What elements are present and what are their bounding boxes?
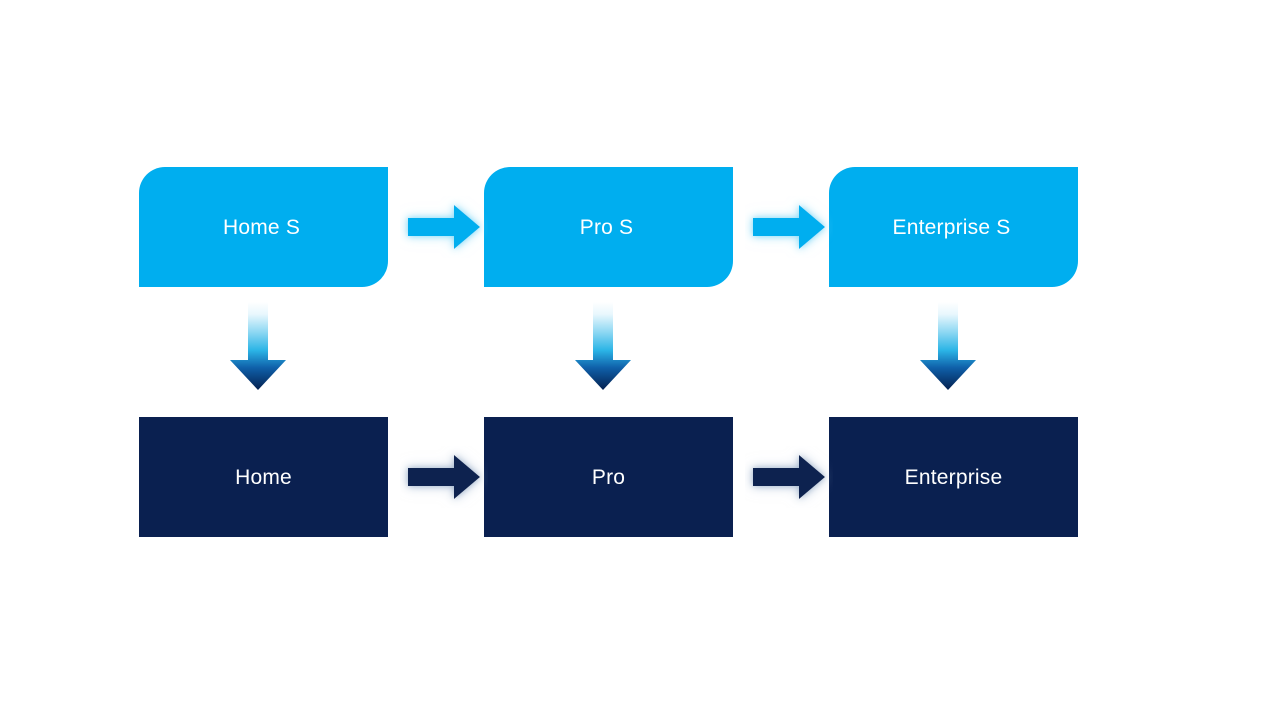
arrow-right-icon (753, 455, 825, 499)
node-enterprise-s-label: Enterprise S (892, 215, 1011, 239)
node-home-label: Home (235, 465, 292, 489)
node-home-s-label: Home S (222, 215, 301, 239)
arrow-down-icon (575, 302, 631, 390)
node-enterprise-label: Enterprise (904, 465, 1003, 489)
arrow-right-icon (753, 205, 825, 249)
arrow-down-enterprise-s-to-enterprise (912, 302, 984, 394)
arrow-right-home-to-pro (400, 446, 488, 508)
node-pro-label: Pro (591, 465, 626, 489)
node-home[interactable]: Home (139, 417, 388, 537)
node-pro-s[interactable]: Pro S (484, 167, 733, 287)
node-home-s[interactable]: Home S (139, 167, 388, 287)
node-pro[interactable]: Pro (484, 417, 733, 537)
arrow-right-icon (408, 205, 480, 249)
arrow-down-icon (230, 302, 286, 390)
arrow-down-icon (920, 302, 976, 390)
arrow-down-pro-s-to-pro (567, 302, 639, 394)
arrow-right-pro-s-to-enterprise-s (745, 196, 833, 258)
arrow-right-home-s-to-pro-s (400, 196, 488, 258)
node-pro-s-label: Pro S (579, 215, 634, 239)
node-enterprise[interactable]: Enterprise (829, 417, 1078, 537)
arrow-right-icon (408, 455, 480, 499)
node-enterprise-s[interactable]: Enterprise S (829, 167, 1078, 287)
arrow-right-pro-to-enterprise (745, 446, 833, 508)
arrow-down-home-s-to-home (222, 302, 294, 394)
